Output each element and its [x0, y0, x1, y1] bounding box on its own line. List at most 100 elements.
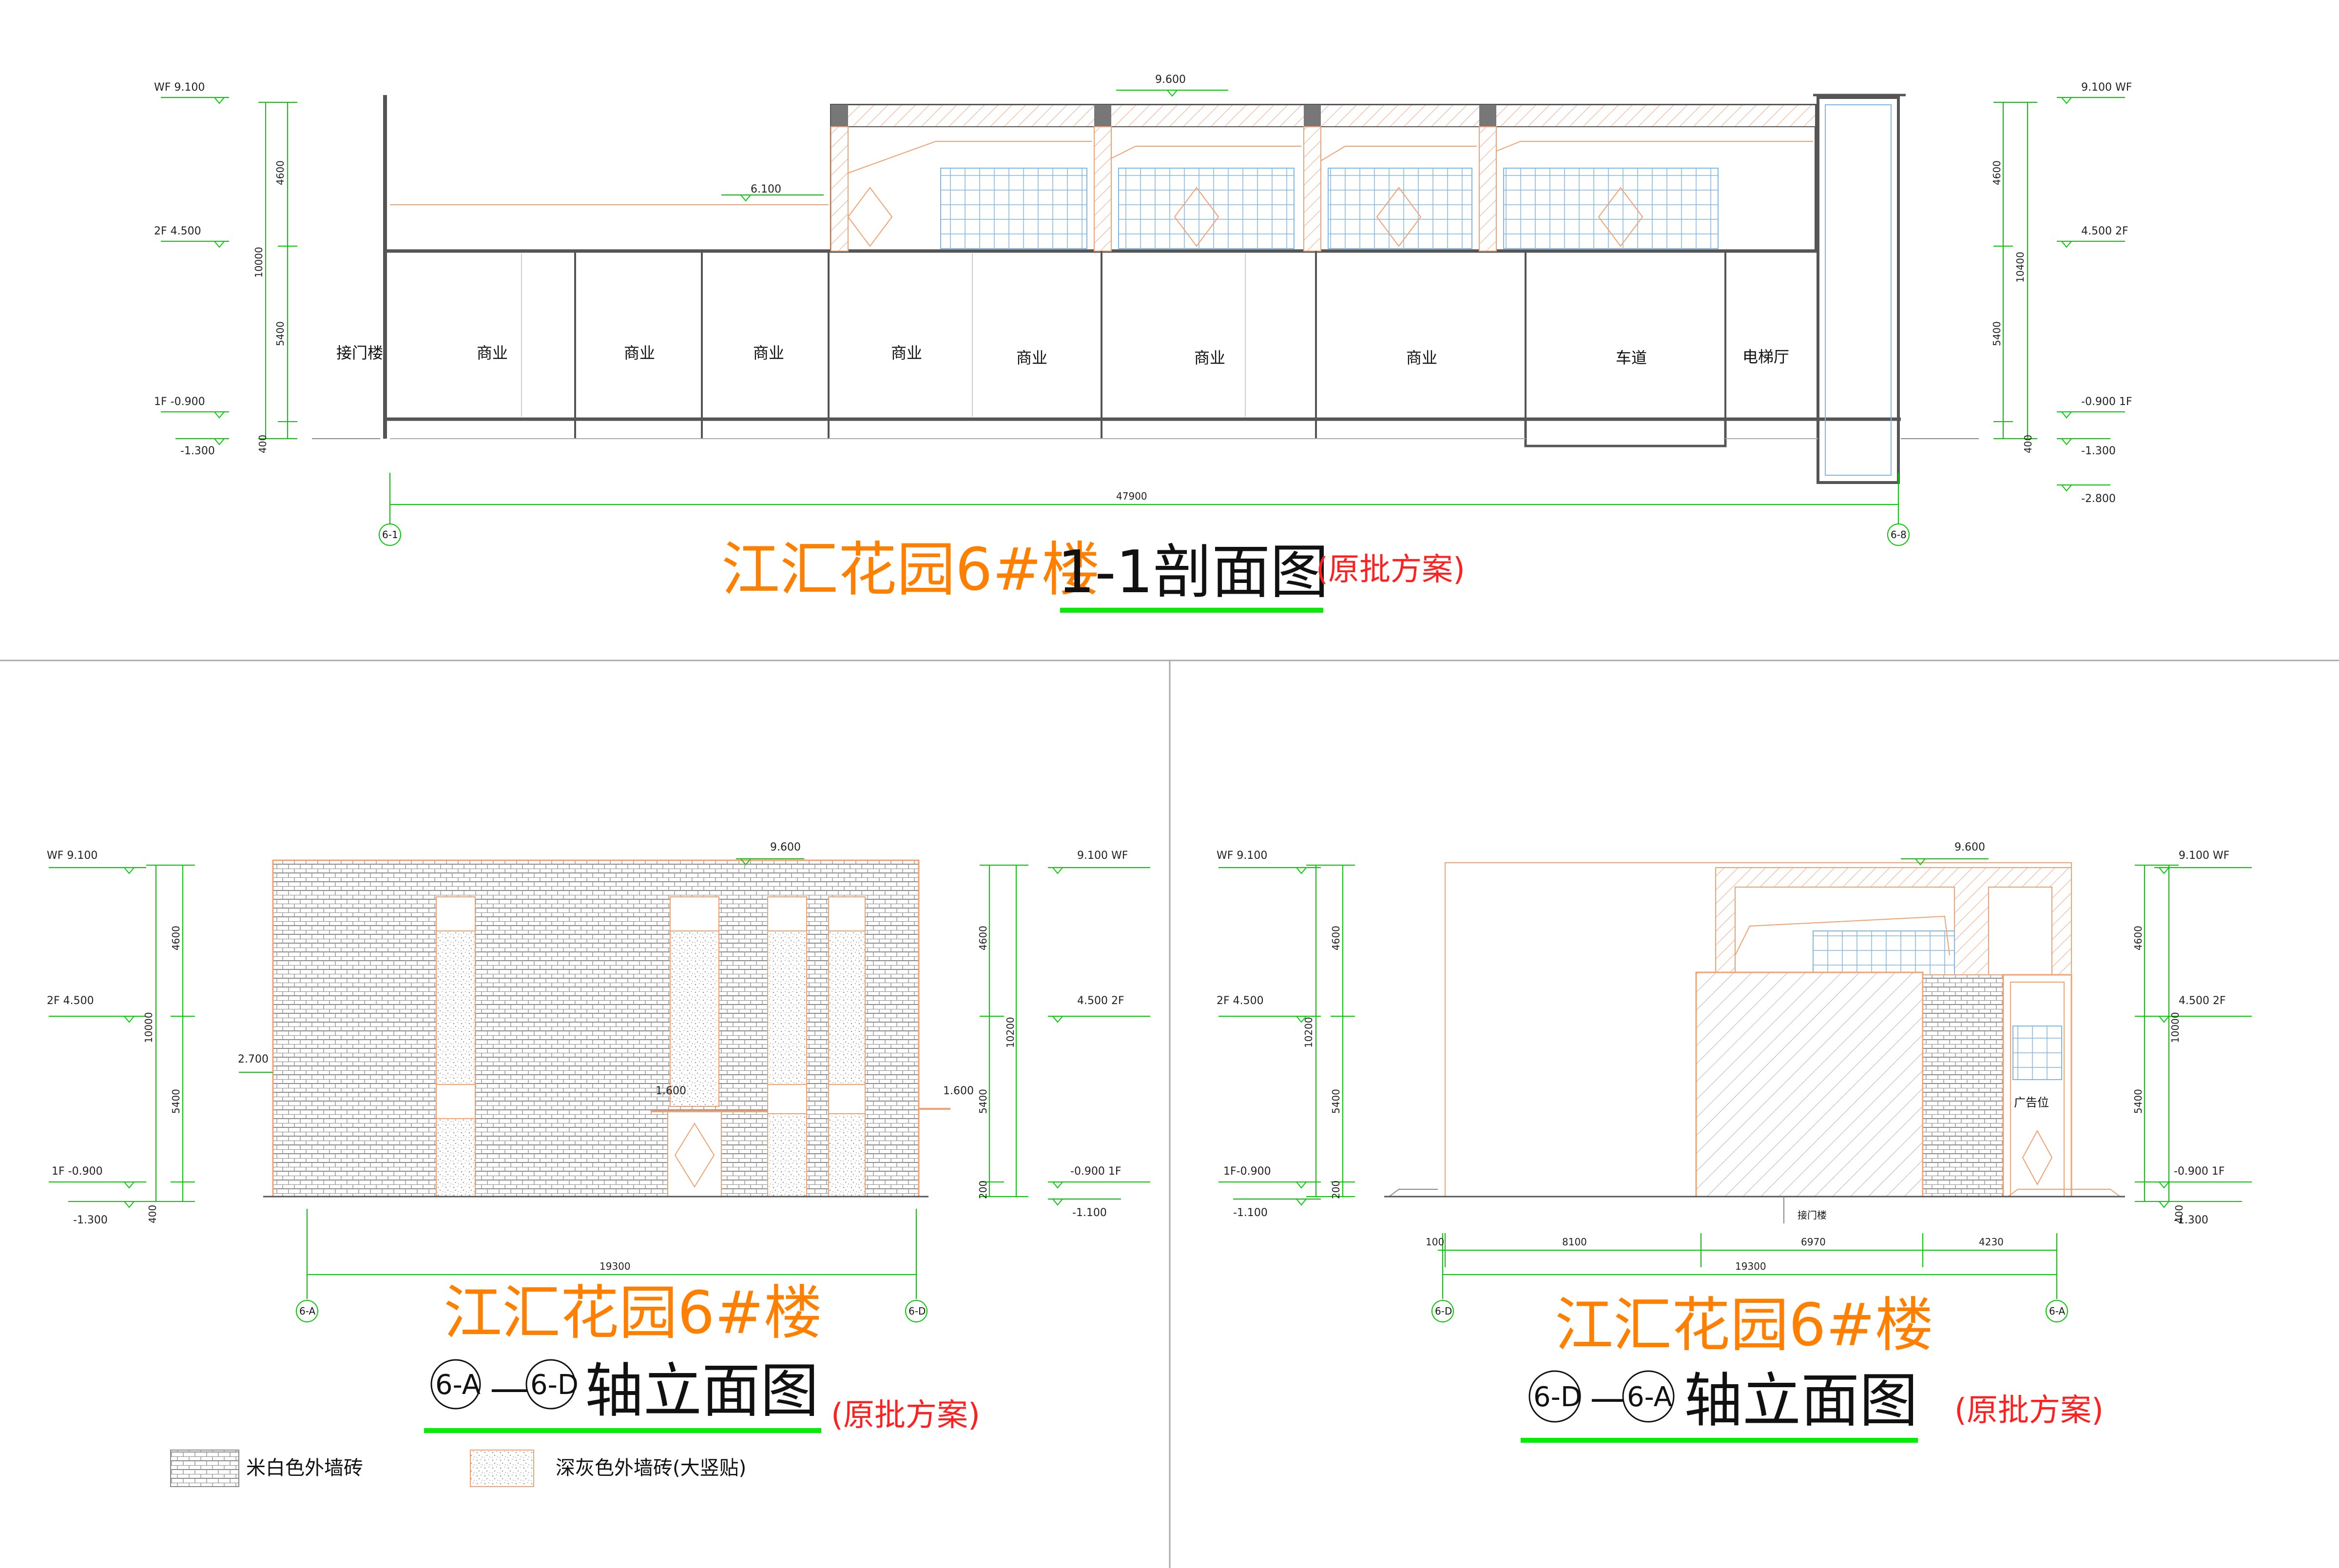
section-levels-left: WF 9.100 2F 4.500 1F -0.900 -1.300 4600 …	[154, 81, 297, 457]
legend-item-dark: 深灰色外墙砖(大竖贴)	[556, 1457, 746, 1479]
elev-d-dim-left-4600: 4600	[1330, 926, 1342, 950]
elev-d-level-wf-right: 9.100 WF	[2179, 850, 2229, 862]
elev-a-title-main: 轴立面图	[585, 1357, 819, 1425]
elev-a-level-2f-right: 4.500 2F	[1077, 995, 1124, 1007]
elev-d-bottom-dims: 100 8100 6970 4230 19300 6-D 6-A	[1426, 1233, 2068, 1322]
elev-d-level-1f-left: 1F-0.900	[1223, 1165, 1271, 1178]
section-room-commercial-2: 商业	[624, 344, 655, 362]
elev-a-overall-dim: 19300 6-A 6-D	[296, 1209, 928, 1322]
elev-d-axis-right: 6-A	[2049, 1305, 2066, 1317]
elev-a-dim-left-total: 10000	[143, 1012, 155, 1043]
section-level-wf-right: 9.100 WF	[2081, 81, 2132, 94]
elev-a-bubble-from: 6-A	[435, 1369, 481, 1401]
elev-a-overall-dim-label: 19300	[599, 1260, 631, 1272]
elevation-d-a: WF 9.100 2F 4.500 1F-0.900 -1.100 4600 5…	[1217, 841, 2252, 1443]
section-dim-right-400: 400	[2022, 435, 2034, 453]
elev-d-level-1f-right: -0.900 1F	[2174, 1165, 2225, 1178]
elev-d-title-note: (原批方案)	[1954, 1393, 2104, 1429]
section-dim-left-400: 400	[257, 435, 269, 453]
section-level-wf-left: WF 9.100	[154, 81, 205, 94]
section-axis-right: 6-8	[1891, 529, 1907, 541]
section-1-1: WF 9.100 2F 4.500 1F -0.900 -1.300 4600 …	[154, 74, 2132, 613]
elev-a-levels-right: 9.100 WF 4.500 2F -0.900 1F -1.100 4600 …	[977, 850, 1150, 1219]
elev-a-title: 江汇花园6#楼 6-A — 6-D 轴立面图 (原批方案)	[424, 1279, 980, 1433]
section-level-ground-left: -1.300	[180, 445, 215, 457]
elev-d-dim-left-200: 200	[1330, 1181, 1342, 1199]
section-dim-right-total: 10400	[2014, 252, 2026, 283]
elevation-a-d: WF 9.100 2F 4.500 1F -0.900 -1.300 4600 …	[47, 841, 1150, 1487]
elev-a-level-ground-right: -1.100	[1072, 1207, 1107, 1219]
elev-d-dim-4230: 4230	[1979, 1236, 2004, 1248]
legend-item-light: 米白色外墙砖	[246, 1457, 363, 1479]
section-room-commercial-7: 商业	[1406, 348, 1437, 367]
elev-d-overall-dim-label: 19300	[1735, 1260, 1766, 1272]
section-room-commercial-4: 商业	[891, 344, 922, 362]
elev-d-title-cn: 江汇花园6#楼	[1555, 1292, 1933, 1359]
elev-d-roof-level: 9.600	[1954, 841, 1985, 853]
section-level-1f-right: -0.900 1F	[2081, 396, 2132, 408]
elev-d-level-2f-right: 4.500 2F	[2179, 995, 2226, 1007]
elev-d-title-main: 轴立面图	[1684, 1367, 1918, 1435]
section-dim-right-5400: 5400	[1991, 321, 2003, 346]
elev-d-bubble-to: 6-A	[1627, 1381, 1672, 1413]
section-title-note: (原批方案)	[1316, 552, 1465, 588]
section-level-2f-right: 4.500 2F	[2081, 225, 2128, 237]
elev-a-canopy-left-level: 2.700	[238, 1053, 269, 1065]
section-level-ground-right: -1.300	[2081, 445, 2116, 457]
elev-d-level-ground-right: -1.300	[2174, 1214, 2208, 1226]
elev-d-title: 江汇花园6#楼 6-D — 6-A 轴立面图 (原批方案)	[1521, 1292, 2104, 1443]
elev-a-roof-level: 9.600	[770, 841, 801, 853]
section-dim-left-5400: 5400	[274, 321, 286, 346]
section-room-commercial-6: 商业	[1194, 348, 1225, 367]
section-room-elevator-hall: 电梯厅	[1742, 348, 1789, 366]
section-level-2f-left: 2F 4.500	[154, 225, 201, 237]
elev-d-dim-right-4600: 4600	[2132, 926, 2144, 950]
legend-swatch-light	[170, 1450, 239, 1487]
elev-a-axis-left: 6-A	[299, 1305, 316, 1317]
elev-a-dim-left-4600: 4600	[170, 926, 182, 950]
elev-a-dim-right-4600: 4600	[977, 926, 989, 950]
elev-d-facade: 广告位 接门楼 9.600	[1384, 841, 2125, 1223]
section-overall-dim: 47900 6-1 6-8	[379, 473, 1910, 546]
elev-d-dim-right-5400: 5400	[2132, 1089, 2144, 1114]
elev-a-level-2f-left: 2F 4.500	[47, 995, 94, 1007]
section-dim-left-total: 10000	[253, 247, 265, 278]
section-level-1f-left: 1F -0.900	[154, 396, 205, 408]
section-dim-left-4600: 4600	[274, 160, 286, 185]
elev-a-dim-right-5400: 5400	[977, 1089, 989, 1114]
section-title-cn: 江汇花园6#楼	[721, 536, 1100, 604]
elev-a-title-dash: —	[490, 1365, 529, 1411]
elev-a-levels-left: WF 9.100 2F 4.500 1F -0.900 -1.300 4600 …	[47, 850, 195, 1226]
section-dim-right-4600: 4600	[1991, 160, 2003, 185]
section-mid-level: 6.100	[751, 183, 781, 195]
section-room-commercial-3: 商业	[753, 344, 784, 362]
section-room-entrance: 接门楼	[336, 344, 383, 362]
elev-a-level-1f-left: 1F -0.900	[52, 1165, 103, 1178]
elev-a-axis-right: 6-D	[909, 1305, 926, 1317]
elev-d-dim-left-5400: 5400	[1330, 1089, 1342, 1114]
elev-d-axis-left: 6-D	[1435, 1305, 1452, 1317]
elev-a-canopy-mid-level: 1.600	[656, 1085, 686, 1097]
elev-a-dim-right-total: 10200	[1005, 1017, 1016, 1048]
section-title: 江汇花园6#楼 1-1剖面图 (原批方案)	[721, 536, 1465, 613]
elev-a-facade: 2.700 1.600 1.600 9.600	[238, 841, 974, 1198]
elev-a-title-note: (原批方案)	[831, 1397, 980, 1433]
elev-d-levels-left: WF 9.100 2F 4.500 1F-0.900 -1.100 4600 5…	[1217, 850, 1355, 1219]
legend: 米白色外墙砖 深灰色外墙砖(大竖贴)	[170, 1450, 746, 1487]
section-levels-right: 9.100 WF 4.500 2F -0.900 1F -1.300 -2.80…	[1991, 81, 2132, 505]
elev-d-level-2f-left: 2F 4.500	[1217, 995, 1264, 1007]
elev-d-dim-8100: 8100	[1562, 1236, 1587, 1248]
elev-d-sign-label: 广告位	[2014, 1096, 2049, 1109]
elev-a-level-ground-left: -1.300	[73, 1214, 108, 1226]
elev-d-level-ground-left: -1.100	[1233, 1207, 1268, 1219]
section-level-pit-right: -2.800	[2081, 493, 2116, 505]
elev-d-bubble-from: 6-D	[1533, 1381, 1582, 1413]
section-room-commercial-5: 商业	[1016, 348, 1047, 367]
section-building: 接门楼 商业 商业 商业 商业 商业 商业 商业 车道 电梯厅 9.600 6.…	[312, 74, 1979, 484]
elev-a-level-1f-right: -0.900 1F	[1070, 1165, 1121, 1178]
elev-a-canopy-right-level: 1.600	[943, 1085, 974, 1097]
elev-a-dim-left-5400: 5400	[170, 1089, 182, 1114]
elev-a-level-wf-right: 9.100 WF	[1077, 850, 1128, 862]
section-overall-dim-label: 47900	[1116, 490, 1147, 502]
